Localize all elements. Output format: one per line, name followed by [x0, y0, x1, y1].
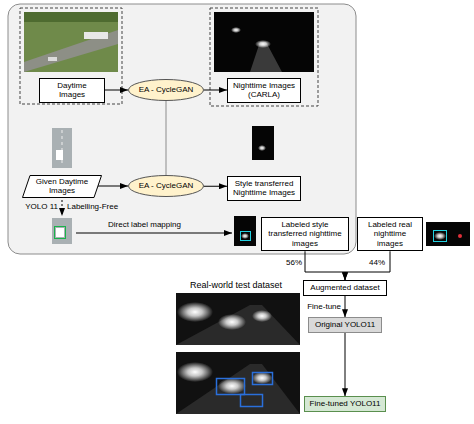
edge-label: 56%: [286, 258, 302, 268]
node-label: EA - CycleGAN: [139, 85, 194, 95]
connector: [345, 251, 390, 280]
annotation-label: Labelling-Free: [67, 202, 118, 212]
trees: [24, 12, 118, 22]
pipeline-panel: [8, 4, 356, 254]
model-box: Original YOLO11: [308, 317, 382, 333]
connector: [98, 186, 128, 187]
node-label: EA - CycleGAN: [139, 181, 194, 191]
headlight: [434, 232, 446, 240]
carla-night-photo: [214, 12, 314, 72]
ellipse-shape: [129, 80, 204, 101]
night-ground: [176, 352, 300, 414]
connector: [204, 186, 227, 187]
grass: [24, 12, 118, 72]
process-box: Labeled style transferred nighttime imag…: [261, 217, 349, 252]
bounding-box: [217, 379, 245, 395]
car: [56, 228, 64, 237]
process-box: Augmented dataset: [303, 280, 387, 296]
model-ellipse: EA - CycleGAN: [128, 175, 204, 197]
annotation-label: Direct label mapping: [108, 220, 181, 230]
connector: [345, 296, 346, 318]
given-day-thumbnail: [52, 128, 72, 168]
mapping-arrow: [76, 233, 232, 234]
connector: [345, 333, 346, 397]
lane-line: [62, 130, 63, 166]
night-ground: [214, 12, 314, 72]
labeled-night-thumbnail: [234, 216, 256, 246]
truck: [84, 32, 108, 39]
connector: [105, 90, 128, 91]
labeled-day-thumbnail: [52, 218, 72, 244]
glare: [252, 372, 272, 384]
edge-label: 44%: [369, 258, 385, 268]
model-box: Fine-tuned YOLO11: [304, 396, 386, 412]
style-night-thumbnail: [252, 126, 274, 160]
node-label: Given Daytime Images: [32, 177, 92, 196]
process-box: Style transferred Nighttime Images: [227, 176, 301, 201]
node-label: Style transferred Nighttime Images: [232, 179, 296, 198]
parallelogram-shape: [23, 175, 102, 197]
test-photo-original: [176, 293, 300, 345]
process-box: Nighttime Images (CARLA): [227, 78, 301, 103]
glare: [177, 302, 213, 322]
night-thumb: [234, 216, 256, 246]
road-thumb: [52, 128, 72, 168]
input-parallelogram: Given Daytime Images: [22, 175, 102, 198]
headlight: [255, 40, 271, 48]
bounding-box: [434, 231, 447, 242]
node-label: Fine-tuned YOLO11: [310, 399, 381, 409]
labelling-arrow: [62, 200, 63, 216]
night-thumb: [252, 126, 274, 160]
road: [24, 30, 118, 72]
street-light: [231, 27, 241, 33]
glare: [252, 310, 272, 322]
road-thumb: [52, 218, 72, 244]
node-label: Labeled style transferred nighttime imag…: [266, 220, 344, 249]
dashed-frame: [210, 8, 318, 106]
node-label: Nighttime Images (CARLA): [232, 81, 296, 100]
glare: [177, 362, 213, 382]
annotation-label: YOLO 11: [25, 202, 58, 212]
daytime-photo: [24, 12, 118, 72]
bounding-box: [55, 227, 66, 239]
node-label: Augmented dataset: [310, 283, 379, 293]
node-label: Labeled real nighttime images: [362, 220, 418, 249]
headlight: [258, 145, 266, 151]
night-ground: [176, 293, 300, 345]
connector: [166, 101, 167, 175]
connector: [204, 90, 227, 91]
annotation-label: Real-world test dataset: [190, 280, 282, 291]
tail-light: [458, 234, 462, 238]
bounding-box: [253, 373, 273, 385]
bounding-box: [241, 395, 263, 407]
node-label: Original YOLO11: [315, 320, 375, 330]
headlight: [241, 233, 249, 239]
ellipse-shape: [129, 176, 204, 197]
process-box: Labeled real nighttime images: [357, 217, 423, 252]
glare: [218, 378, 246, 394]
connector: [305, 251, 345, 280]
test-photo-finetuned: [176, 352, 300, 414]
model-ellipse: EA - CycleGAN: [128, 79, 204, 101]
night-ground: [426, 222, 470, 246]
node-label: Daytime Images: [44, 81, 100, 100]
process-box: Daytime Images: [39, 78, 105, 103]
edge-label: Fine-tune: [307, 302, 341, 312]
car: [48, 57, 57, 61]
real-night-photo: [426, 222, 470, 246]
car: [56, 150, 63, 160]
glare: [218, 314, 246, 330]
bounding-box: [241, 232, 251, 241]
